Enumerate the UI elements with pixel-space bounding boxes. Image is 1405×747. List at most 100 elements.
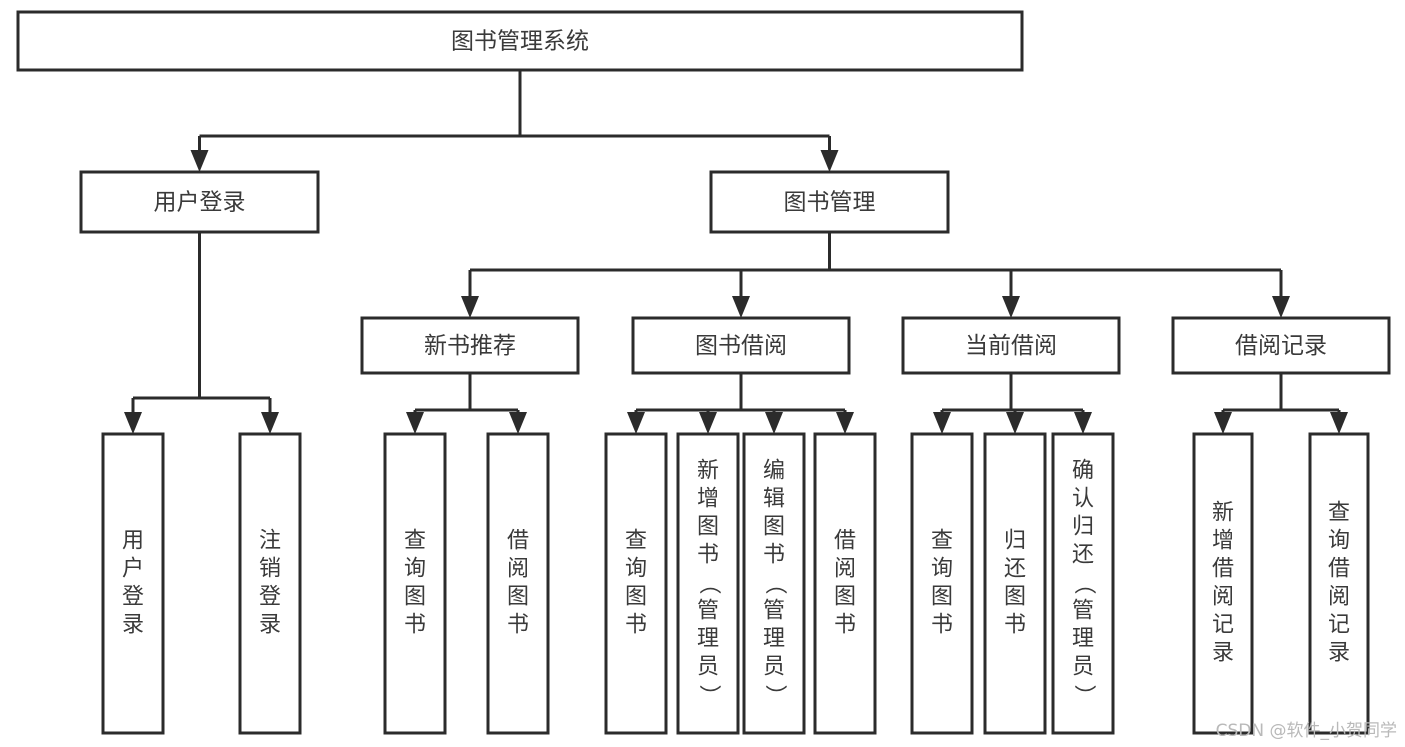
connector-group-book-borrow xyxy=(627,373,854,434)
node-label-borrow-record: 借阅记录 xyxy=(1235,333,1327,359)
svg-text:查: 查 xyxy=(625,529,647,554)
node-label-book-manage: 图书管理 xyxy=(784,190,876,216)
svg-text:管: 管 xyxy=(697,599,719,624)
svg-text:理: 理 xyxy=(697,627,719,652)
arrow-head-leaf-logout-login xyxy=(261,412,279,434)
svg-text:（: （ xyxy=(1071,572,1096,594)
svg-text:）: ） xyxy=(1071,684,1096,706)
svg-text:书: 书 xyxy=(697,543,719,568)
svg-text:增: 增 xyxy=(697,487,719,512)
arrow-head-leaf-add-book-admin xyxy=(699,412,717,434)
svg-text:销: 销 xyxy=(259,557,281,582)
node-box-book-manage xyxy=(709,170,950,234)
svg-text:书: 书 xyxy=(625,613,647,638)
node-box-leaf-query-book-recommend xyxy=(383,432,447,735)
svg-text:阅: 阅 xyxy=(1328,585,1350,610)
svg-text:录: 录 xyxy=(1328,641,1350,666)
node-box-leaf-query-book-current xyxy=(910,432,974,735)
svg-text:管: 管 xyxy=(1072,599,1094,624)
node-label-leaf-user-login: 用户登录 xyxy=(122,529,144,638)
node-box-leaf-logout-login xyxy=(238,432,302,735)
node-label-root: 图书管理系统 xyxy=(451,29,589,55)
node-user-login[interactable]: 用户登录 xyxy=(79,170,320,234)
svg-text:员: 员 xyxy=(1072,655,1094,680)
arrow-head-leaf-user-login xyxy=(124,412,142,434)
node-box-leaf-query-borrow-record xyxy=(1308,432,1370,735)
svg-text:新: 新 xyxy=(697,459,719,484)
node-box-leaf-edit-book-admin xyxy=(742,432,806,735)
node-new-book-recommend[interactable]: 新书推荐 xyxy=(360,316,580,375)
svg-text:图: 图 xyxy=(625,585,647,610)
svg-text:借: 借 xyxy=(1212,557,1234,582)
node-label-current-borrow: 当前借阅 xyxy=(965,333,1057,359)
connector-group-book-manage xyxy=(461,232,1290,318)
svg-text:书: 书 xyxy=(931,613,953,638)
node-box-leaf-borrow-book-recommend xyxy=(486,432,550,735)
svg-text:书: 书 xyxy=(834,613,856,638)
svg-text:询: 询 xyxy=(625,557,647,582)
arrow-head-leaf-edit-book-admin xyxy=(765,412,783,434)
node-leaf-user-login[interactable]: 用户登录 xyxy=(101,432,165,735)
connector-group-borrow-record xyxy=(1214,373,1348,434)
svg-text:阅: 阅 xyxy=(834,557,856,582)
arrow-head-leaf-borrow-book xyxy=(836,412,854,434)
node-box-current-borrow xyxy=(901,316,1121,375)
svg-text:理: 理 xyxy=(763,627,785,652)
node-book-manage[interactable]: 图书管理 xyxy=(709,170,950,234)
node-current-borrow[interactable]: 当前借阅 xyxy=(901,316,1121,375)
svg-text:录: 录 xyxy=(122,613,144,638)
arrow-head-book-manage xyxy=(820,150,839,172)
arrow-head-leaf-query-borrow-record xyxy=(1330,412,1348,434)
node-borrow-record[interactable]: 借阅记录 xyxy=(1171,316,1391,375)
arrow-head-current-borrow xyxy=(1002,296,1020,318)
arrow-head-leaf-borrow-book-recommend xyxy=(509,412,527,434)
svg-text:查: 查 xyxy=(931,529,953,554)
watermark-text: CSDN @软件_小贺同学 xyxy=(1215,721,1397,741)
node-box-leaf-confirm-return-admin xyxy=(1051,432,1115,735)
node-box-leaf-borrow-book xyxy=(813,432,877,735)
svg-text:录: 录 xyxy=(1212,641,1234,666)
connector-group-user-login xyxy=(124,232,279,434)
node-box-user-login xyxy=(79,170,320,234)
node-label-user-login: 用户登录 xyxy=(154,190,246,216)
svg-text:图: 图 xyxy=(697,515,719,540)
node-box-leaf-add-borrow-record xyxy=(1192,432,1254,735)
node-book-borrow[interactable]: 图书借阅 xyxy=(631,316,851,375)
node-root[interactable]: 图书管理系统 xyxy=(16,10,1024,72)
arrow-head-leaf-query-book-recommend xyxy=(406,412,424,434)
svg-text:书: 书 xyxy=(507,613,529,638)
svg-text:还: 还 xyxy=(1072,543,1094,568)
connectors-layer xyxy=(124,70,1348,434)
arrow-head-leaf-query-book-borrow xyxy=(627,412,645,434)
svg-text:询: 询 xyxy=(1328,529,1350,554)
arrow-head-leaf-query-book-current xyxy=(933,412,951,434)
arrow-head-new-book-recommend xyxy=(461,296,479,318)
svg-text:管: 管 xyxy=(763,599,785,624)
node-box-leaf-user-login xyxy=(101,432,165,735)
svg-text:图: 图 xyxy=(763,515,785,540)
svg-text:归: 归 xyxy=(1004,529,1026,554)
arrow-head-user-login xyxy=(190,150,209,172)
nodes-layer: 图书管理系统用户登录图书管理新书推荐图书借阅当前借阅借阅记录用户登录注销登录查询… xyxy=(16,10,1391,735)
